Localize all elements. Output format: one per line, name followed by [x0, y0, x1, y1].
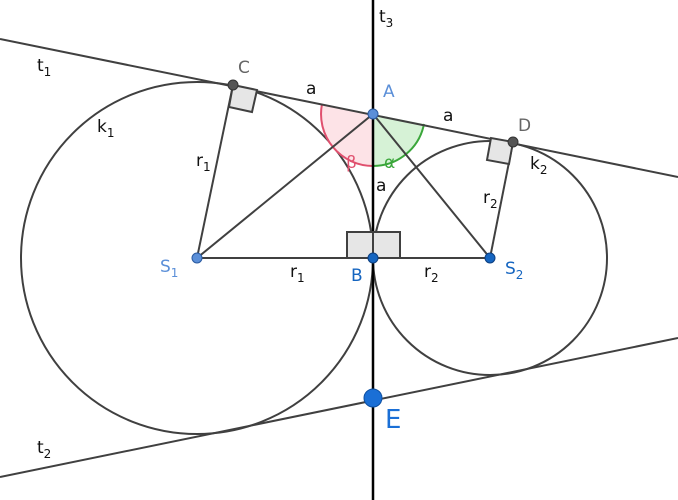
tangent-line-t1: [0, 38, 678, 178]
point-d: [507, 136, 519, 148]
point-c: [227, 79, 239, 91]
right-angle-marker-d: [485, 136, 515, 166]
radius-s1-c: [196, 84, 234, 259]
angle-alpha-sector: [373, 114, 424, 166]
label-k1: k1: [97, 117, 115, 140]
label-a-left: a: [306, 79, 316, 99]
label-point-s2: S2: [505, 259, 523, 282]
label-a-right: a: [443, 106, 453, 126]
label-point-d: D: [518, 116, 531, 136]
right-angle-marker-b-right: [372, 231, 401, 259]
label-r1-bottom: r1: [290, 262, 305, 285]
label-point-e: E: [385, 405, 401, 435]
segment-a-s1: [196, 113, 374, 259]
label-t2: t2: [37, 438, 51, 461]
label-a-vertical: a: [376, 176, 386, 196]
label-point-a: A: [383, 82, 395, 102]
point-b: [367, 252, 379, 264]
right-angle-marker-c: [227, 83, 259, 114]
tangent-line-t2: [0, 337, 678, 478]
label-beta: β: [346, 153, 357, 173]
label-t3: t3: [379, 7, 393, 30]
label-r2-bottom: r2: [424, 262, 439, 285]
label-r2-right: r2: [483, 188, 498, 211]
label-k2: k2: [530, 154, 548, 177]
label-t1: t1: [37, 56, 51, 79]
point-s2: [484, 252, 496, 264]
right-angle-marker-b-left: [346, 231, 374, 259]
label-point-c: C: [238, 58, 250, 78]
label-point-s1: S1: [160, 257, 178, 280]
segment-a-s2: [372, 113, 491, 259]
label-point-b: B: [351, 266, 363, 286]
point-a: [367, 108, 379, 120]
label-alpha: α: [384, 153, 395, 173]
point-e: [363, 388, 383, 408]
label-r1-left: r1: [196, 151, 211, 174]
point-s1: [191, 252, 203, 264]
